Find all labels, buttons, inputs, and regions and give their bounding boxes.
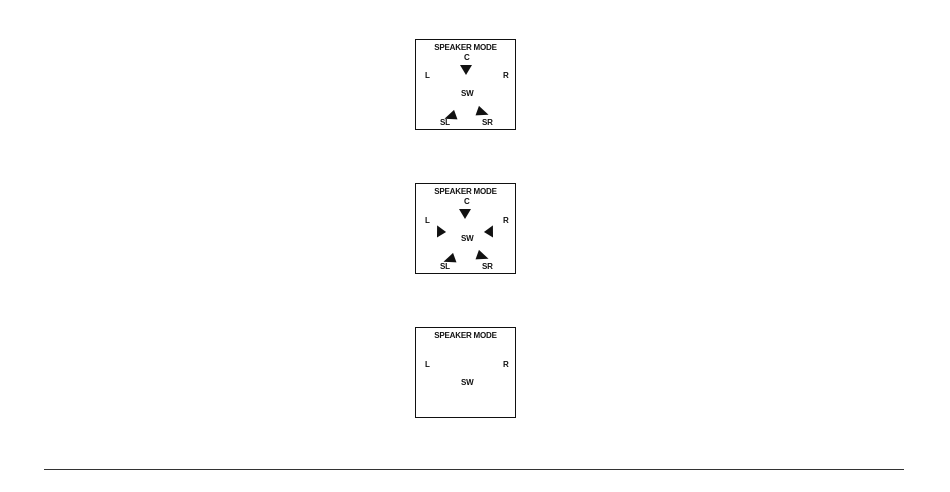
panel-title: SPEAKER MODE bbox=[416, 331, 515, 340]
front-left-arrow-icon bbox=[435, 225, 447, 239]
label-subwoofer: SW bbox=[461, 378, 474, 387]
speaker-mode-panel-2: SPEAKER MODE C L R SW SL SR bbox=[415, 183, 516, 274]
bottom-divider bbox=[44, 469, 904, 470]
surround-right-arrow-icon bbox=[476, 250, 491, 264]
surround-left-arrow-icon bbox=[442, 253, 457, 267]
center-speaker-arrow-icon bbox=[460, 65, 472, 75]
front-right-arrow-icon bbox=[483, 225, 495, 239]
speaker-arrows bbox=[416, 40, 514, 128]
speaker-mode-panel-3: SPEAKER MODE L R SW bbox=[415, 327, 516, 418]
surround-left-arrow-icon bbox=[443, 110, 458, 124]
center-speaker-arrow-icon bbox=[459, 209, 471, 219]
label-left: L bbox=[425, 360, 430, 369]
label-right: R bbox=[503, 360, 509, 369]
speaker-arrows bbox=[416, 184, 514, 272]
surround-right-arrow-icon bbox=[476, 106, 491, 120]
speaker-mode-panel-1: SPEAKER MODE C L R SW SL SR bbox=[415, 39, 516, 130]
